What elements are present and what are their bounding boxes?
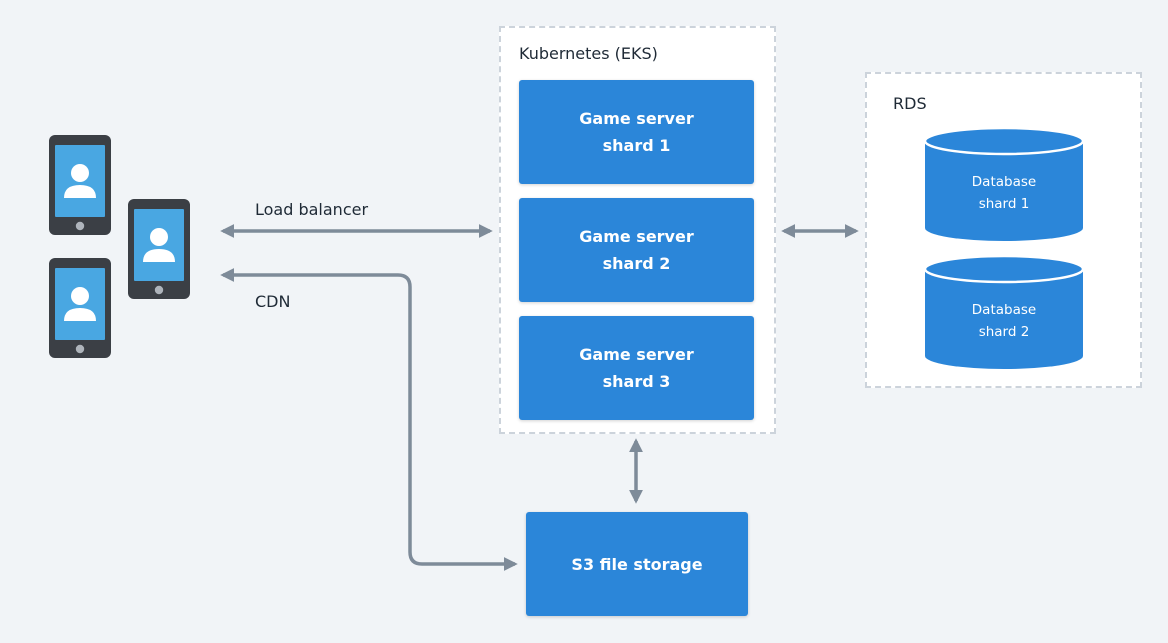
game-server-label: Game server: [579, 227, 694, 246]
database-cylinder-icon: [923, 126, 1085, 241]
shard-label: shard 1: [978, 196, 1030, 212]
kubernetes-title: Kubernetes (EKS): [519, 44, 658, 63]
game-server-shard-2: Game server shard 2: [519, 198, 754, 302]
smartphone-user-icon: [49, 258, 111, 358]
shard-label: shard 2: [978, 324, 1030, 340]
cdn-arrow: [220, 268, 518, 571]
database-label: Database: [971, 302, 1037, 318]
smartphone-user-icon: [128, 199, 190, 299]
game-server-label: Game server: [579, 345, 694, 364]
game-server-shard-3: Game server shard 3: [519, 316, 754, 420]
database-shard-1: Database shard 1: [923, 126, 1085, 242]
shard-label: shard 3: [602, 372, 671, 391]
rds-title: RDS: [893, 94, 927, 113]
game-server-shard-1: Game server shard 1: [519, 80, 754, 184]
smartphone-user-icon: [49, 135, 111, 235]
database-label: Database: [971, 174, 1037, 190]
load-balancer-label: Load balancer: [255, 200, 369, 219]
game-server-label: Game server: [579, 109, 694, 128]
cdn-label: CDN: [255, 292, 291, 311]
shard-label: shard 2: [602, 254, 671, 273]
s3-label: S3 file storage: [571, 554, 703, 574]
shard-label: shard 1: [602, 136, 671, 155]
s3-file-storage: S3 file storage: [526, 512, 748, 616]
database-shard-2: Database shard 2: [923, 254, 1085, 370]
database-cylinder-icon: [923, 254, 1085, 369]
